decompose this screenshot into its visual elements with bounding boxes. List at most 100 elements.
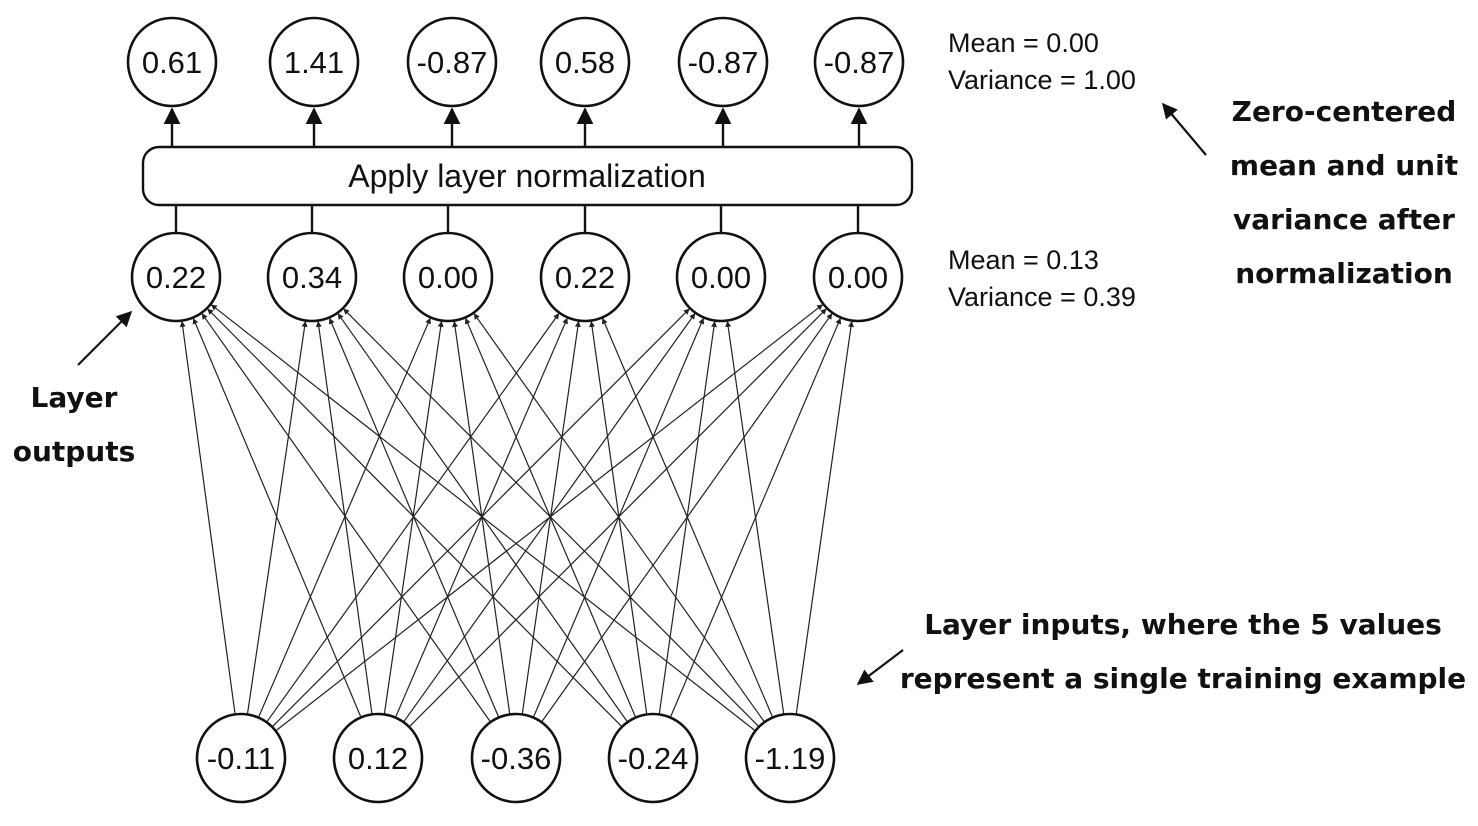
input-node: -0.24 — [607, 712, 699, 804]
connection-edge — [532, 317, 705, 718]
layer-inputs-annotation: Layer inputs, where the 5 values represe… — [856, 608, 1466, 695]
output-node-value: 1.41 — [284, 45, 344, 80]
output-layer: 0.61 1.41 -0.87 0.58 -0.87 -0.87 — [126, 16, 905, 108]
input-node-value: 0.12 — [348, 741, 408, 776]
hidden-node: 0.00 — [812, 231, 904, 323]
hidden-node-value: 0.00 — [828, 260, 888, 295]
layer-outputs-arrow — [77, 310, 133, 366]
hidden-node-value: 0.00 — [691, 260, 751, 295]
connection-edge — [201, 313, 492, 723]
output-node-circle — [268, 16, 360, 108]
output-node-circle — [813, 16, 905, 108]
connection-edge — [383, 320, 444, 715]
connection-edge — [725, 320, 785, 715]
output-node-circle — [406, 16, 498, 108]
layer-inputs-line-1: Layer inputs, where the 5 values — [924, 608, 1442, 641]
connection-edge — [271, 308, 690, 728]
normalized-annotation-line-1: Zero-centered — [1232, 95, 1457, 128]
normalized-annotation-line-2: mean and unit — [1230, 149, 1458, 182]
layer-outputs-annotation: Layer outputs — [13, 310, 136, 468]
hidden-node-value: 0.22 — [555, 260, 615, 295]
output-node-value: 0.58 — [555, 45, 615, 80]
output-node-circle — [677, 16, 769, 108]
output-node-value: -0.87 — [688, 45, 759, 80]
connection-edge — [210, 304, 756, 732]
normalization-box: Apply layer normalization — [141, 145, 914, 207]
connection-edge — [452, 321, 511, 715]
hidden-variance: Variance = 0.39 — [948, 282, 1136, 312]
connection-edge — [343, 308, 760, 728]
output-node: -0.87 — [406, 16, 498, 108]
hidden-node: 0.34 — [266, 231, 358, 323]
hidden-layer: 0.22 0.34 0.00 0.22 0.00 0.00 — [130, 231, 904, 323]
output-node: 0.58 — [539, 16, 631, 108]
fully-connected-edges — [179, 304, 854, 732]
output-node: -0.87 — [677, 16, 769, 108]
input-node: -0.36 — [470, 712, 562, 804]
input-node-circle — [607, 712, 699, 804]
normalized-annotation-line-4: normalization — [1235, 257, 1453, 290]
hidden-node: 0.00 — [675, 231, 767, 323]
hidden-mean: Mean = 0.13 — [948, 245, 1099, 275]
connection-edge — [394, 317, 568, 718]
output-node-value: 0.61 — [142, 45, 202, 80]
input-node-value: -0.24 — [618, 741, 689, 776]
input-node-value: -1.19 — [755, 741, 826, 776]
hidden-node-circle — [402, 231, 494, 323]
hidden-node-circle — [539, 231, 631, 323]
connection-edge — [246, 320, 308, 715]
hidden-node-value: 0.22 — [146, 260, 206, 295]
output-node: 1.41 — [268, 16, 360, 108]
hidden-node-circle — [130, 231, 222, 323]
output-node-circle — [539, 16, 631, 108]
connection-edge — [473, 313, 765, 723]
output-node: 0.61 — [126, 16, 218, 108]
input-node-circle — [470, 712, 562, 804]
layer-outputs-line-1: Layer — [31, 381, 118, 414]
output-variance: Variance = 1.00 — [948, 65, 1136, 95]
output-statistics: Mean = 0.00 Variance = 1.00 — [948, 28, 1136, 95]
input-node-value: -0.36 — [481, 741, 552, 776]
layer-inputs-line-2: represent a single training example — [900, 662, 1466, 695]
input-node-circle — [195, 712, 287, 804]
input-node-circle — [744, 712, 836, 804]
hidden-node: 0.22 — [539, 231, 631, 323]
output-node-circle — [126, 16, 218, 108]
normalized-annotation-arrow — [1162, 102, 1207, 156]
hidden-node-circle — [812, 231, 904, 323]
input-node: -0.11 — [195, 712, 287, 804]
input-node-value: -0.11 — [207, 741, 275, 776]
output-node: -0.87 — [813, 16, 905, 108]
layer-inputs-arrow — [856, 649, 904, 685]
connection-edge — [403, 313, 696, 723]
hidden-node: 0.22 — [130, 231, 222, 323]
hidden-node-circle — [675, 231, 767, 323]
hidden-node-value: 0.34 — [282, 260, 342, 295]
hidden-node-circle — [266, 231, 358, 323]
connection-edge — [658, 321, 717, 715]
connection-edge — [795, 321, 854, 715]
normalization-label: Apply layer normalization — [348, 158, 706, 194]
hidden-to-normalization-connectors — [174, 205, 860, 233]
connection-edge — [408, 308, 827, 728]
input-layer: -0.11 0.12 -0.36 -0.24 -1.19 — [195, 712, 836, 804]
connection-edge — [315, 321, 373, 715]
connection-edge — [601, 317, 774, 718]
input-node: 0.12 — [332, 712, 424, 804]
connection-edge — [257, 317, 431, 718]
output-mean: Mean = 0.00 — [948, 28, 1099, 58]
hidden-node: 0.00 — [402, 231, 494, 323]
normalized-annotation-line-3: variance after — [1233, 203, 1455, 236]
hidden-node-value: 0.00 — [418, 260, 478, 295]
normalized-annotation: Zero-centered mean and unit variance aft… — [1162, 95, 1458, 290]
layer-outputs-line-2: outputs — [13, 435, 136, 468]
input-node: -1.19 — [744, 712, 836, 804]
connection-edge — [207, 308, 623, 728]
connection-edge — [179, 321, 236, 715]
input-node-circle — [332, 712, 424, 804]
normalization-to-output-arrows — [163, 107, 868, 147]
output-node-value: -0.87 — [417, 45, 488, 80]
hidden-statistics: Mean = 0.13 Variance = 0.39 — [948, 245, 1136, 312]
output-node-value: -0.87 — [824, 45, 895, 80]
